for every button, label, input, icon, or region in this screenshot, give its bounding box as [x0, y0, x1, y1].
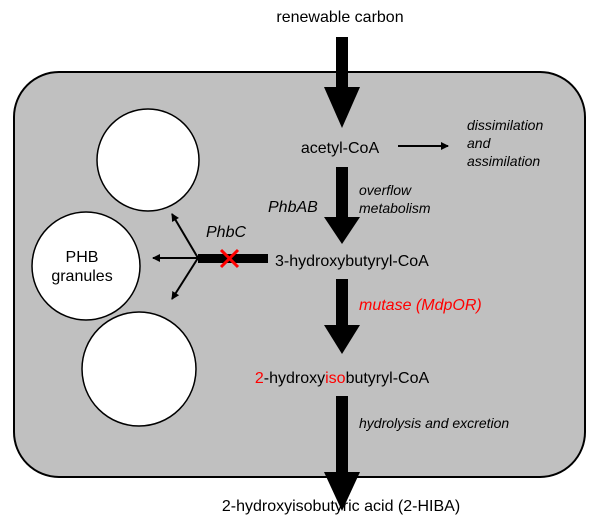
- arrow-hydroxybutyryl-to-isobutyryl: [324, 279, 360, 354]
- node-phb-granules-line1: PHB: [66, 249, 99, 266]
- iso-part-iso: iso: [325, 370, 346, 387]
- node-hydroxybutyryl-coa: 3-hydroxybutyryl-CoA: [275, 253, 429, 270]
- overflow-label-line2: metabolism: [359, 200, 431, 216]
- iso-part-butyryl: butyryl-CoA: [346, 370, 430, 387]
- input-label: renewable carbon: [276, 9, 403, 26]
- granule-circle-top: [96, 108, 200, 212]
- mutase-label: mutase (MdpOR): [359, 297, 482, 314]
- arrow-isobutyryl-to-product: [324, 396, 360, 511]
- enzyme-phbc: PhbC: [206, 224, 246, 241]
- arrow-input-to-acetyl-coa: [324, 37, 360, 128]
- node-hydroxyisobutyryl-coa: 2-hydroxyisobutyryl-CoA: [255, 370, 430, 387]
- arrow-acetyl-to-hydroxybutyryl: [324, 167, 360, 244]
- node-phb-granules-line2: granules: [51, 268, 112, 285]
- block-x-icon: [219, 248, 240, 269]
- side-branch-line2: and: [467, 135, 492, 151]
- node-acetyl-coa: acetyl-CoA: [301, 140, 380, 157]
- iso-part-hydroxy: -hydroxy: [264, 370, 325, 387]
- iso-prefix-2: 2: [255, 370, 264, 387]
- granule-circle-bottom: [81, 311, 197, 427]
- overflow-label-line1: overflow: [359, 182, 412, 198]
- enzyme-phbab: PhbAB: [268, 199, 318, 216]
- node-product: 2-hydroxyisobutyric acid (2-HIBA): [222, 498, 460, 515]
- phbc-branch: [152, 213, 268, 300]
- granule-circle-middle: [31, 211, 141, 321]
- side-branch-line1: dissimilation: [467, 117, 543, 133]
- hydrolysis-label: hydrolysis and excretion: [359, 415, 509, 431]
- side-branch-line3: assimilation: [467, 153, 540, 169]
